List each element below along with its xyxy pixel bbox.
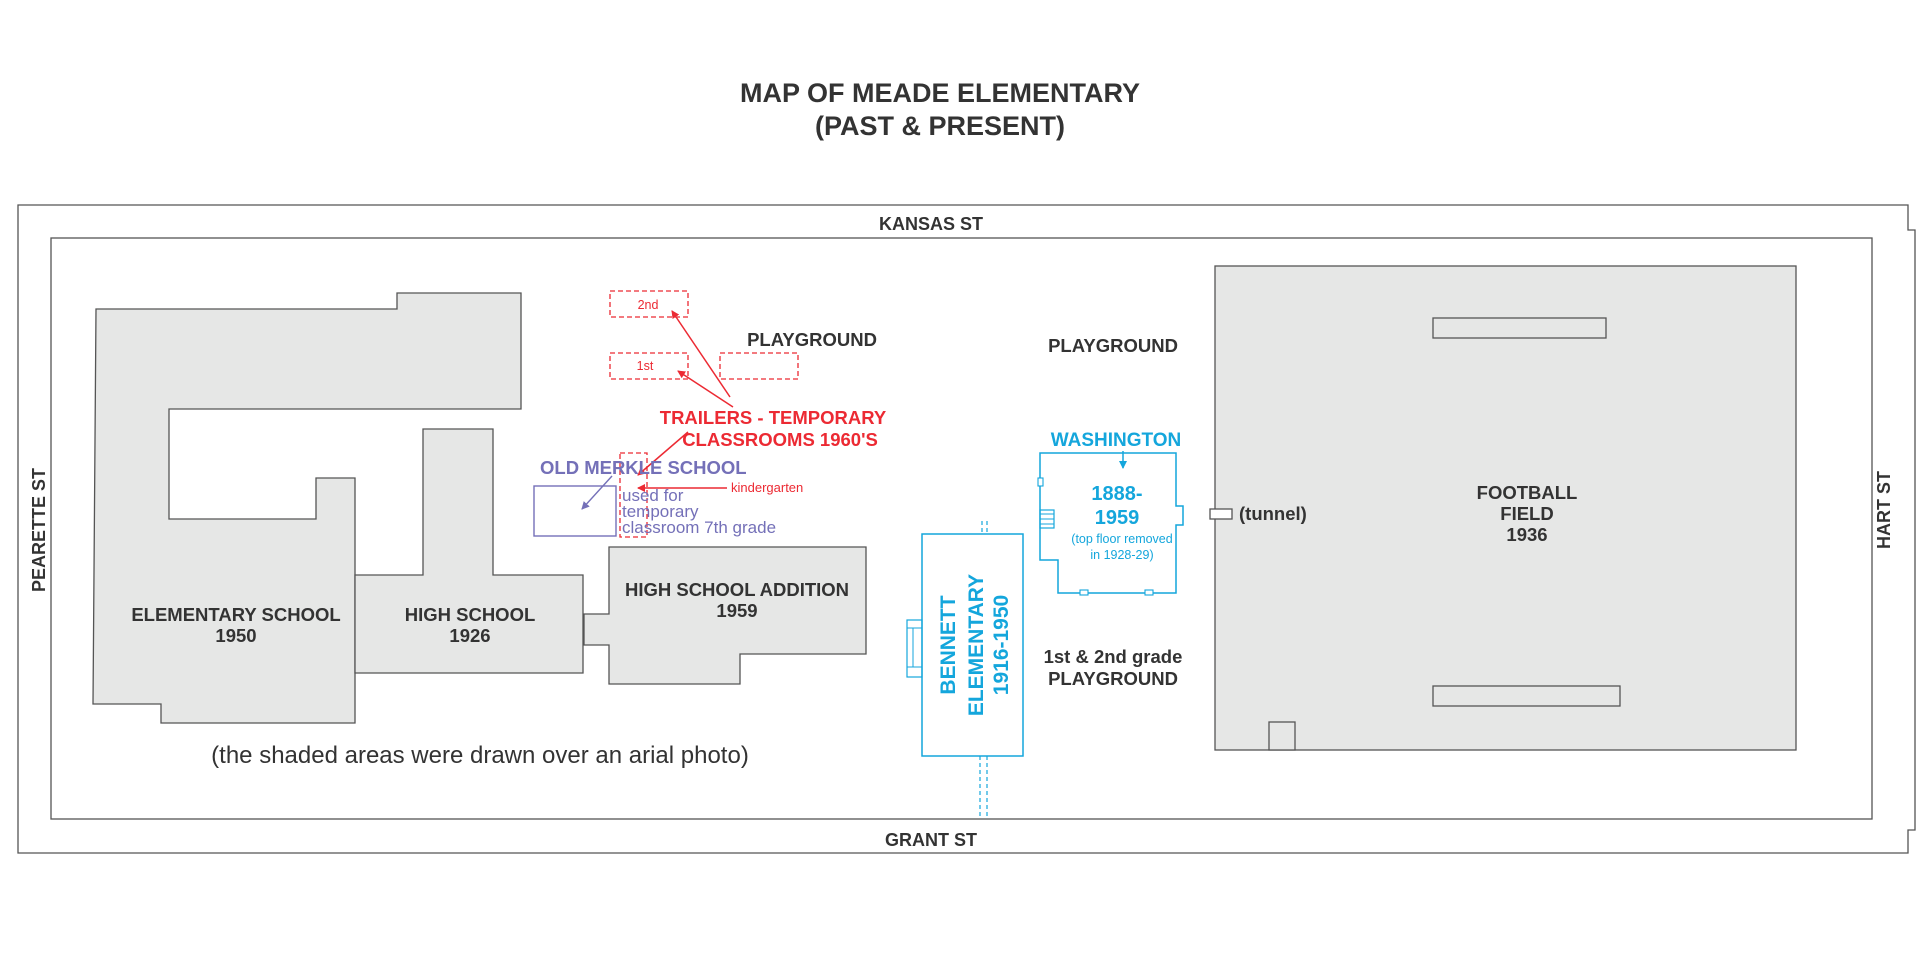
washington-years-line2: 1959 [1095,507,1140,529]
tunnel-label: (tunnel) [1239,503,1307,524]
bennett-line1: BENNETT [937,595,960,694]
football-field-line1: FOOTBALL [1477,482,1578,503]
washington-door-left [1037,477,1044,487]
trailer-arrow-1st [677,370,734,408]
map-caption: (the shaded areas were drawn over an ari… [211,742,749,769]
bennett-stair [906,619,923,678]
bennett-line2: ELEMENTARY [965,574,988,716]
kindergarten-label: kindergarten [731,480,803,495]
washington-note-line2: in 1928-29) [1090,548,1153,562]
washington-note-line1: (top floor removed [1071,532,1172,546]
field-building [1268,721,1296,751]
old-merkle-school-outline [533,485,617,537]
trailer-1st [609,352,689,380]
street-east: HART ST [1874,471,1894,549]
tunnel-marker [1209,508,1233,520]
washington-name: WASHINGTON [1051,430,1182,451]
high-school-year: 1926 [449,625,490,646]
washington-building-outline [1039,452,1184,594]
playground-center: PLAYGROUND [1048,335,1178,356]
bleachers-north [1432,317,1607,339]
high-school-addition-year: 1959 [716,600,757,621]
street-south: GRANT ST [885,830,977,850]
washington-door-bottom2 [1144,589,1154,596]
bleachers-south [1432,685,1621,707]
outer-street-boundary [17,204,1916,854]
grade-playground-line2: PLAYGROUND [1048,668,1178,689]
trailer-unlabeled [719,352,799,380]
old-merkle-arrow [581,475,613,510]
trailer-arrow-kindergarten [637,431,689,476]
trailer-arrow-2nd [671,310,731,398]
inner-block-boundary [50,237,1873,820]
elementary-school-year: 1950 [215,625,256,646]
trailer-kindergarten [619,452,648,538]
football-field-year: 1936 [1506,524,1547,545]
elementary-school-name: ELEMENTARY SCHOOL [131,604,340,625]
old-merkle-name: OLD MERKLE SCHOOL [540,457,747,478]
trailer-2nd [609,290,689,318]
trailers-label-line1: TRAILERS - TEMPORARY [660,407,887,428]
high-school-addition-building [583,546,867,685]
high-school-building [354,428,584,674]
high-school-name: HIGH SCHOOL [405,604,536,625]
trailer-1st-label: 1st [637,359,654,373]
street-west: PEARETTE ST [29,468,49,592]
bennett-line3: 1916-1950 [990,595,1013,695]
trailers-label-line2: CLASSROOMS 1960'S [682,429,878,450]
football-field [1214,265,1797,751]
washington-years-line1: 1888- [1091,483,1142,505]
old-merkle-note-line1: used for [622,486,684,505]
grade-playground-line1: 1st & 2nd grade [1044,646,1183,667]
high-school-addition-name: HIGH SCHOOL ADDITION [625,579,849,600]
elementary-school-building [92,292,522,724]
street-north: KANSAS ST [879,214,983,234]
old-merkle-note-line3: classroom 7th grade [622,518,776,537]
washington-door-bottom1 [1079,589,1089,596]
football-field-line2: FIELD [1500,503,1553,524]
map-title: MAP OF MEADE ELEMENTARY [740,78,1140,108]
old-merkle-note-line2: temporary [622,502,699,521]
playground-left: PLAYGROUND [747,329,877,350]
trailer-2nd-label: 2nd [638,298,659,312]
map-subtitle: (PAST & PRESENT) [815,111,1065,141]
